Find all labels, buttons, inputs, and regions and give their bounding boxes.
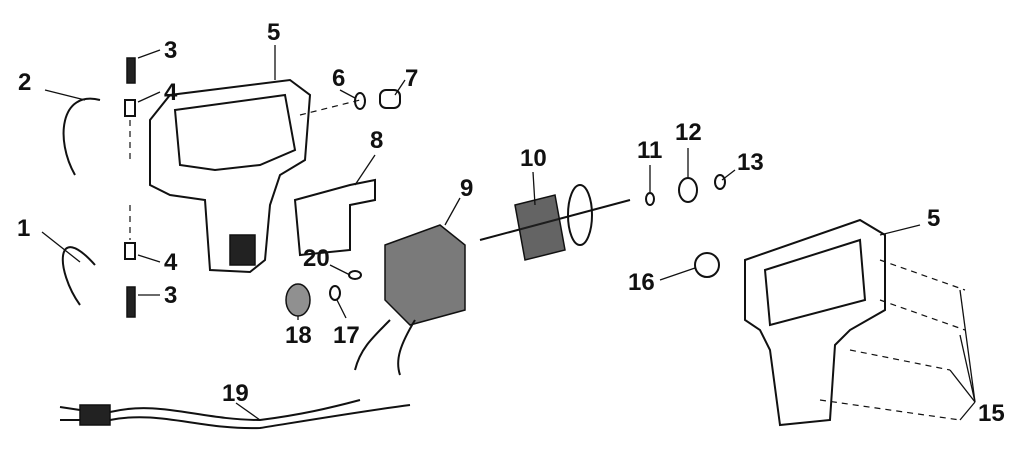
bearing-7 bbox=[379, 89, 401, 109]
callout-4-lower: 4 bbox=[164, 249, 178, 276]
callout-13: 13 bbox=[737, 149, 764, 176]
callout-11: 11 bbox=[637, 137, 662, 164]
part-11 bbox=[645, 192, 655, 206]
housing-right bbox=[744, 218, 966, 427]
callout-1: 1 bbox=[17, 215, 30, 242]
armature-10 bbox=[479, 184, 631, 261]
switch-8 bbox=[293, 178, 376, 257]
callout-15: 15 bbox=[978, 400, 1005, 427]
callout-10: 10 bbox=[520, 145, 547, 172]
callout-18: 18 bbox=[285, 322, 312, 349]
field-9 bbox=[354, 224, 466, 376]
callout-5: 5 bbox=[267, 19, 280, 46]
washer-6 bbox=[354, 92, 366, 110]
callout-9: 9 bbox=[460, 175, 473, 202]
callout-2: 2 bbox=[18, 69, 31, 96]
bearing-12 bbox=[678, 177, 698, 203]
callout-7: 7 bbox=[405, 65, 418, 92]
callout-3: 3 bbox=[164, 37, 177, 64]
callout-12: 12 bbox=[675, 119, 702, 146]
callout-16: 16 bbox=[628, 269, 655, 296]
callout-19: 19 bbox=[222, 380, 249, 407]
washer-13 bbox=[714, 174, 726, 190]
callout-5-right: 5 bbox=[927, 205, 940, 232]
part-17 bbox=[329, 285, 341, 301]
part-20 bbox=[348, 270, 362, 280]
leader-lines bbox=[41, 45, 976, 421]
wire-1 bbox=[61, 246, 96, 306]
wire-2 bbox=[62, 97, 101, 176]
part-18 bbox=[285, 283, 311, 317]
brush-springs bbox=[124, 57, 136, 318]
callout-20: 20 bbox=[303, 245, 330, 272]
callout-6: 6 bbox=[332, 65, 345, 92]
callout-17: 17 bbox=[333, 322, 360, 349]
callout-8: 8 bbox=[370, 127, 383, 154]
housing-left bbox=[149, 78, 312, 274]
nameplate-16 bbox=[694, 252, 720, 278]
callout-3-lower: 3 bbox=[164, 282, 177, 309]
callout-4: 4 bbox=[164, 79, 178, 106]
